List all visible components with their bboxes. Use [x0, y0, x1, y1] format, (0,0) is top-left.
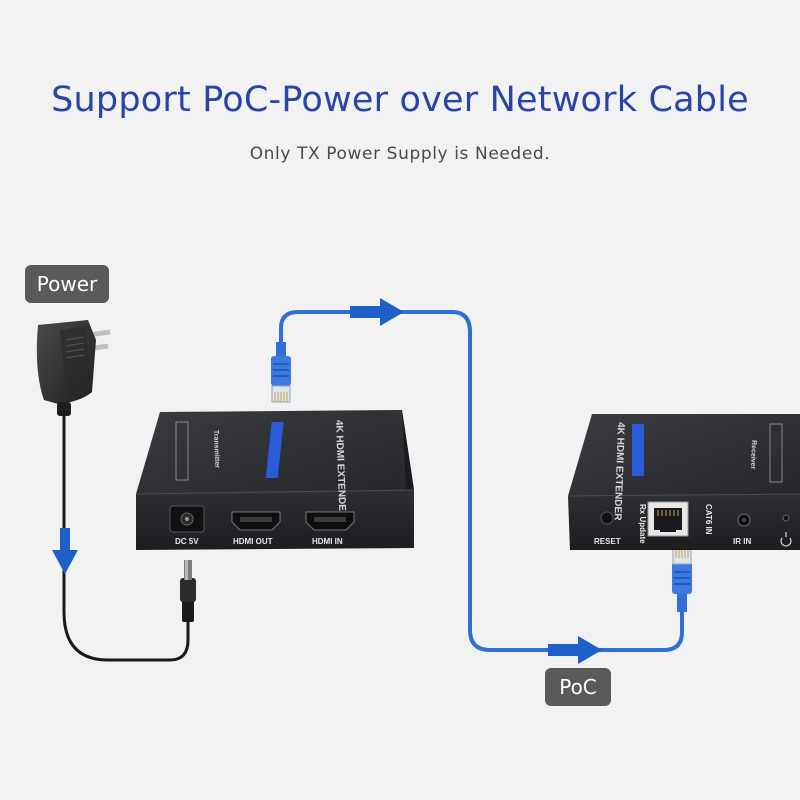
dc-port-label: DC 5V: [175, 537, 199, 546]
cat6-label: CAT6 IN: [704, 504, 713, 535]
dc-plug-icon: [180, 560, 196, 622]
rj45-connector-icon: [672, 547, 692, 612]
flow-arrow-icon: [548, 636, 602, 664]
accent-bar: [632, 424, 644, 476]
rj45-connector-icon: [271, 342, 291, 403]
power-cable: [62, 414, 190, 662]
page-title: Support PoC-Power over Network Cable: [51, 80, 749, 120]
accent-bar: [265, 422, 284, 478]
poc-tag: PoC: [545, 668, 611, 706]
reset-button: [600, 511, 614, 525]
transmitter-device: 4K HDMI EXTENDER Transmitter DC 5V HDMI …: [135, 410, 415, 550]
reset-label: RESET: [594, 537, 621, 546]
ir-in-label: IR IN: [733, 537, 751, 546]
receiver-device: 4K HDMI EXTENDER Receiver RESET Rx Updat…: [567, 414, 800, 550]
flow-arrow-icon: [52, 528, 78, 574]
power-symbol-icon: [780, 537, 792, 547]
network-cable: [279, 310, 684, 652]
receiver-role-label: Receiver: [749, 440, 757, 470]
flow-arrow-icon: [350, 298, 404, 326]
power-adapter-icon: [36, 320, 111, 416]
rx-update-label: Rx Update: [638, 504, 647, 544]
led-indicator: [782, 514, 790, 522]
transmitter-role-label: Transmitter: [212, 430, 220, 469]
spec-label-box: [769, 423, 783, 483]
hdmi-out-label: HDMI OUT: [233, 537, 273, 546]
hdmi-in-label: HDMI IN: [312, 537, 343, 546]
spec-label-box: [175, 421, 189, 481]
power-tag: Power: [25, 265, 109, 303]
transmitter-model-label: 4K HDMI EXTENDER: [333, 420, 347, 519]
receiver-model-label: 4K HDMI EXTENDER: [612, 422, 626, 521]
page-subtitle: Only TX Power Supply is Needed.: [249, 144, 551, 164]
